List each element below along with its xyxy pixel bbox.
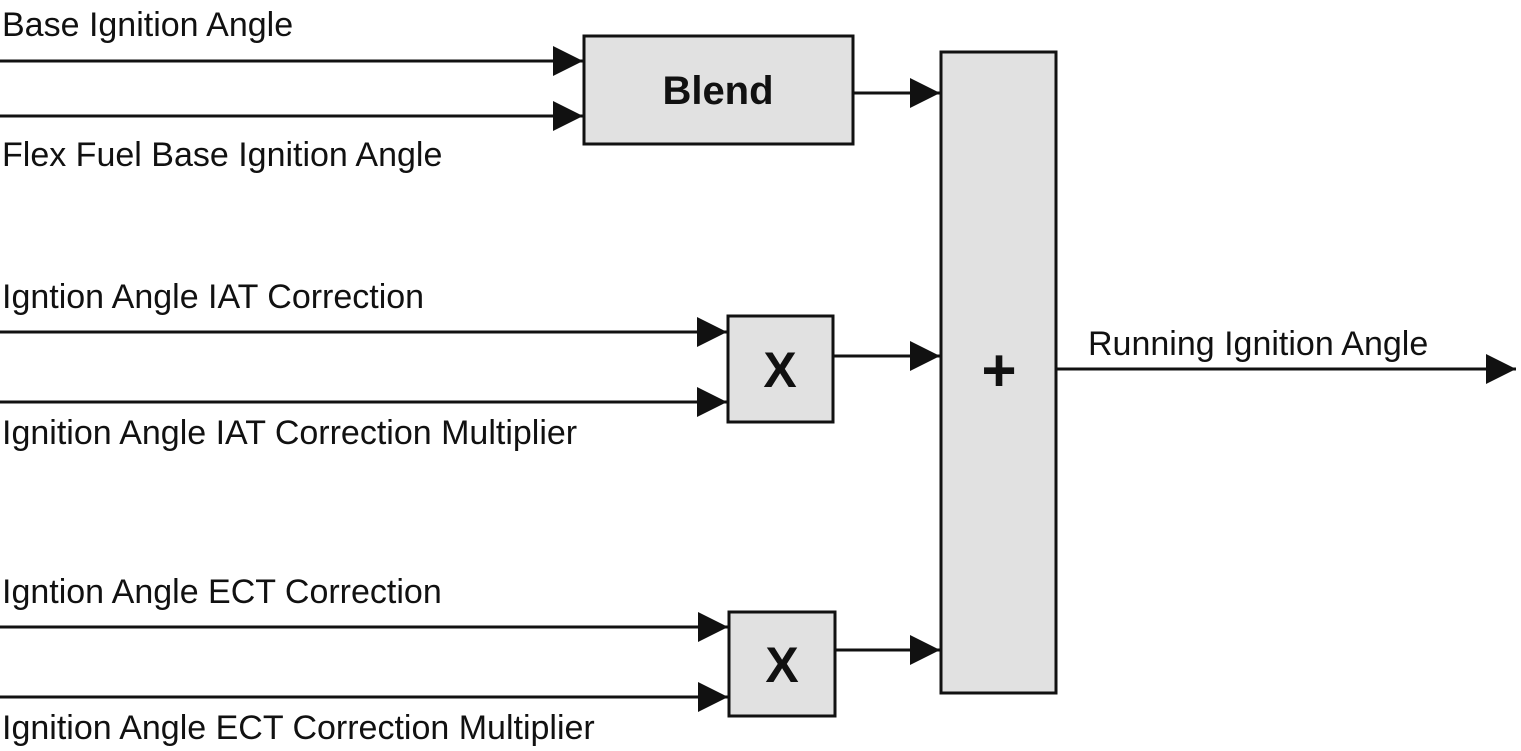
sum-block: + [939, 50, 1058, 695]
ect-multiply-block-rect [727, 610, 837, 718]
blend-block: Blend [582, 34, 855, 146]
label-running-ignition-angle: Running Ignition Angle [1088, 325, 1428, 363]
ect-multiply-block-label: X [765, 637, 798, 693]
sum-block-rect [939, 50, 1058, 695]
ect-multiply-block: X [727, 610, 837, 718]
blend-block-label: Blend [662, 69, 773, 113]
blend-block-rect [582, 34, 855, 146]
iat-multiply-block-label: X [763, 342, 796, 398]
sum-block-label: + [981, 337, 1016, 404]
label-ignition-angle-ect-correction: Igntion Angle ECT Correction [2, 573, 442, 611]
label-flex-fuel-base-ignition-angle: Flex Fuel Base Ignition Angle [2, 136, 442, 174]
label-ignition-angle-iat-correction-multiplier: Ignition Angle IAT Correction Multiplier [2, 414, 577, 452]
iat-multiply-block: X [726, 314, 835, 424]
label-ignition-angle-iat-correction: Igntion Angle IAT Correction [2, 278, 424, 316]
iat-multiply-block-rect [726, 314, 835, 424]
label-ignition-angle-ect-correction-multiplier: Ignition Angle ECT Correction Multiplier [2, 709, 595, 747]
label-base-ignition-angle: Base Ignition Angle [2, 6, 293, 44]
